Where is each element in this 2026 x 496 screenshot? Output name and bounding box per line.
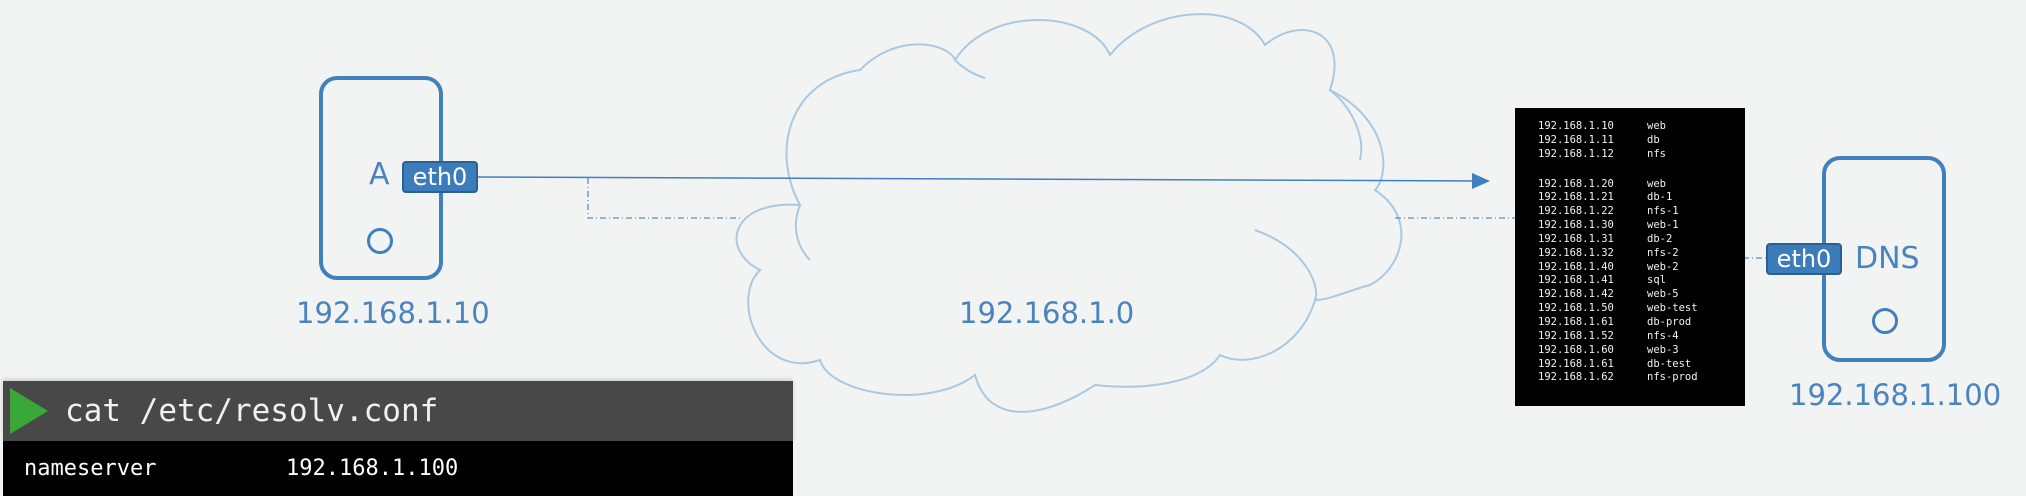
hosts-file-hostname: nfs xyxy=(1647,147,1666,160)
dns-eth0-badge: eth0 xyxy=(1766,243,1842,275)
terminal-command: cat /etc/resolv.conf xyxy=(65,393,439,429)
hosts-file-hostname: web xyxy=(1647,120,1666,132)
hosts-file-row: 192.168.1.22 nfs-1 xyxy=(1515,205,1745,219)
dns-server-power-icon xyxy=(1872,308,1898,334)
hosts-file-row: 192.168.1.10 web xyxy=(1515,120,1745,134)
hosts-file-ip: 192.168.1.61 xyxy=(1538,315,1614,328)
hosts-file-row: 192.168.1.52 nfs-4 xyxy=(1515,330,1745,344)
hosts-file-row: 192.168.1.31 db-2 xyxy=(1515,233,1745,247)
terminal-output-key: nameserver xyxy=(24,456,157,481)
hosts-file-row: 192.168.1.50 web-test xyxy=(1515,302,1745,316)
hosts-file-ip: 192.168.1.31 xyxy=(1538,232,1614,245)
hosts-file-row: 192.168.1.41 sql xyxy=(1515,274,1745,288)
hosts-file-ip: 192.168.1.10 xyxy=(1538,120,1614,132)
hosts-file-ip: 192.168.1.40 xyxy=(1538,260,1614,273)
hosts-file-ip: 192.168.1.61 xyxy=(1538,357,1614,370)
hosts-file-ip: 192.168.1.50 xyxy=(1538,302,1614,315)
hosts-file-ip: 192.168.1.20 xyxy=(1538,177,1614,190)
hosts-file-row: 192.168.1.12 nfs xyxy=(1515,148,1745,162)
network-cloud xyxy=(735,13,1403,413)
hosts-file-row: 192.168.1.61 db-test xyxy=(1515,358,1745,372)
hosts-file-row: 192.168.1.21 db-1 xyxy=(1515,191,1745,205)
hosts-file-hostname: web-2 xyxy=(1647,260,1679,273)
host-a-eth0-badge: eth0 xyxy=(402,161,478,193)
hosts-file-hostname: db-test xyxy=(1647,357,1692,370)
hosts-file-hostname: web-test xyxy=(1647,302,1698,315)
hosts-file-hostname: web-3 xyxy=(1647,343,1679,356)
dns-server-ip: 192.168.1.100 xyxy=(1789,378,2002,412)
hosts-file-hostname: db-prod xyxy=(1647,315,1692,328)
terminal-output: nameserver 192.168.1.100 xyxy=(3,441,793,496)
terminal-command-bar: cat /etc/resolv.conf xyxy=(3,381,793,441)
hosts-file-hostname: db-1 xyxy=(1647,191,1673,204)
terminal-output-value: 192.168.1.100 xyxy=(286,456,459,481)
hosts-file-row: 192.168.1.11 db xyxy=(1515,134,1745,148)
network-label: 192.168.1.0 xyxy=(959,296,1135,330)
hosts-file-ip: 192.168.1.21 xyxy=(1538,191,1614,204)
hosts-file-ip: 192.168.1.52 xyxy=(1538,329,1614,342)
host-a-link xyxy=(587,178,740,219)
host-a-name: A xyxy=(369,157,390,192)
host-a-power-icon xyxy=(367,228,393,254)
hosts-file-row: 192.168.1.62 nfs-prod xyxy=(1515,371,1745,385)
hosts-file-hostname: db xyxy=(1647,133,1660,146)
hosts-file-hostname: nfs-1 xyxy=(1647,205,1679,218)
hosts-file-row: 192.168.1.30 web-1 xyxy=(1515,219,1745,233)
hosts-file-ip: 192.168.1.32 xyxy=(1538,246,1614,259)
hosts-file-hostname: nfs-prod xyxy=(1647,371,1698,384)
hosts-file-hostname: web xyxy=(1647,177,1666,190)
hosts-file-ip: 192.168.1.12 xyxy=(1538,147,1614,160)
hosts-file-hostname: web-1 xyxy=(1647,219,1679,232)
hosts-file-hostname: db-2 xyxy=(1647,232,1673,245)
arrow-head xyxy=(1472,173,1490,189)
hosts-file-hostname: sql xyxy=(1647,274,1666,287)
hosts-file-ip: 192.168.1.41 xyxy=(1538,274,1614,287)
hosts-file-ip: 192.168.1.30 xyxy=(1538,219,1614,232)
terminal-panel: cat /etc/resolv.conf nameserver 192.168.… xyxy=(0,381,793,496)
hosts-file-ip: 192.168.1.11 xyxy=(1538,133,1614,146)
play-icon xyxy=(10,388,48,434)
hosts-file-ip: 192.168.1.60 xyxy=(1538,343,1614,356)
request-arrow-line xyxy=(477,176,1481,182)
hosts-file-ip: 192.168.1.62 xyxy=(1538,371,1614,384)
hosts-file-ip: 192.168.1.42 xyxy=(1538,288,1614,301)
hosts-file-row: 192.168.1.60 web-3 xyxy=(1515,344,1745,358)
dns-server-name: DNS xyxy=(1855,241,1920,276)
hosts-file-hostname: nfs-4 xyxy=(1647,329,1679,342)
hosts-file-row: 192.168.1.61 db-prod xyxy=(1515,316,1745,330)
hosts-file-row: 192.168.1.40 web-2 xyxy=(1515,261,1745,275)
hosts-file-row: 192.168.1.20 web xyxy=(1515,178,1745,192)
host-a-ip: 192.168.1.10 xyxy=(296,296,490,330)
hosts-file-row: 192.168.1.32 nfs-2 xyxy=(1515,247,1745,261)
hosts-file-ip: 192.168.1.22 xyxy=(1538,205,1614,218)
hosts-file-hostname: web-5 xyxy=(1647,288,1679,301)
hosts-file-row: 192.168.1.42 web-5 xyxy=(1515,288,1745,302)
hosts-file-hostname: nfs-2 xyxy=(1647,246,1679,259)
